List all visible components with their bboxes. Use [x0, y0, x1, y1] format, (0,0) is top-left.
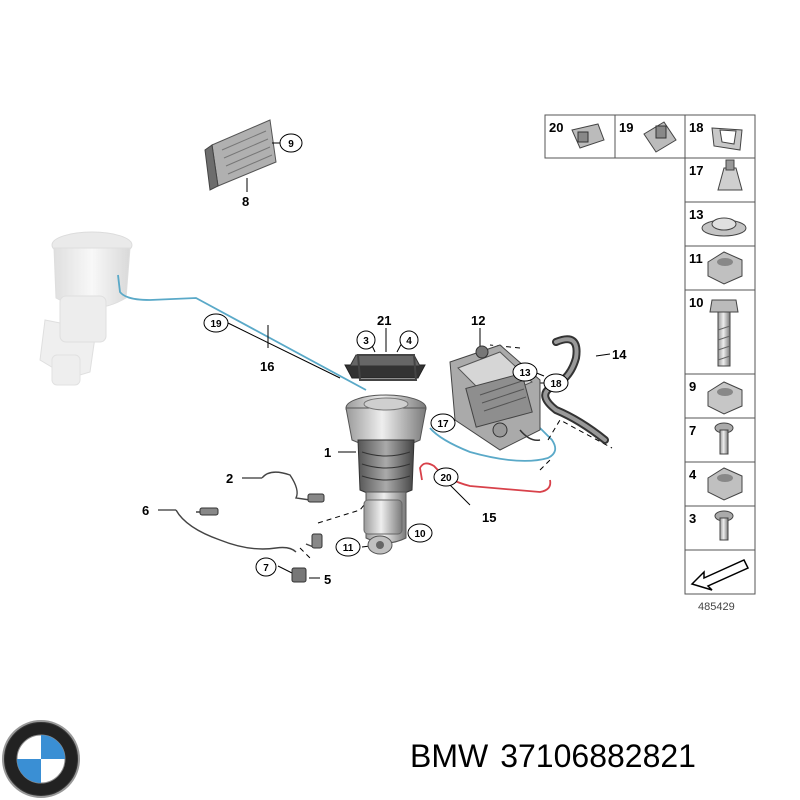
circled-callout-18: 18 — [543, 373, 569, 393]
svg-text:3: 3 — [689, 511, 696, 526]
air-line-blue-lower — [429, 427, 557, 462]
circled-callout-11: 11 — [335, 537, 361, 557]
control-unit — [204, 119, 282, 192]
svg-text:13: 13 — [519, 368, 531, 379]
parts-panel-cell-4: 4 — [684, 461, 756, 507]
svg-text:4: 4 — [406, 336, 412, 347]
circled-callout-10: 10 — [407, 523, 433, 543]
brand-name: BMW — [410, 738, 489, 774]
footer-caption: BMW 37106882821 — [410, 738, 708, 775]
arrow-icon — [690, 559, 750, 591]
callout-1: 1 — [324, 445, 331, 460]
svg-text:3: 3 — [363, 336, 369, 347]
svg-text:13: 13 — [689, 207, 703, 222]
callout-14: 14 — [612, 347, 627, 362]
callout-2: 2 — [226, 471, 233, 486]
svg-text:17: 17 — [689, 163, 703, 178]
gasket — [356, 354, 418, 381]
circled-callout-20: 20 — [433, 467, 459, 487]
callout-15: 15 — [482, 510, 496, 525]
parts-panel-cell-19: 19 — [614, 114, 686, 159]
parts-panel-cell-7: 7 — [684, 417, 756, 463]
svg-text:11: 11 — [343, 543, 354, 554]
circled-callout-3: 3 — [356, 330, 376, 350]
svg-text:18: 18 — [550, 379, 562, 390]
callout-6: 6 — [142, 503, 149, 518]
parts-panel-cell-10: 10 — [684, 289, 756, 375]
svg-text:9: 9 — [288, 139, 294, 150]
part-number: 37106882821 — [500, 738, 696, 774]
svg-text:18: 18 — [689, 120, 703, 135]
parts-panel-cell-3: 3 — [684, 505, 756, 551]
bmw-logo — [2, 720, 80, 798]
parts-panel-cell-18: 18 — [684, 114, 756, 159]
callout-16: 16 — [260, 359, 274, 374]
callout-5: 5 — [324, 572, 331, 587]
compressor-unit — [449, 344, 541, 451]
reference-number: 485429 — [698, 601, 735, 613]
callout-21: 21 — [377, 313, 391, 328]
circled-callout-19: 19 — [203, 313, 229, 333]
circled-callout-7: 7 — [255, 557, 277, 577]
callout-labels: 8 21 12 14 16 1 2 6 15 5 — [142, 194, 627, 587]
parts-panel-cell-9: 9 — [684, 373, 756, 419]
svg-text:10: 10 — [414, 529, 426, 540]
circled-callout-4: 4 — [399, 330, 419, 350]
circled-callout-9: 9 — [279, 133, 303, 153]
parts-panel: 20 19 18 17 13 — [544, 114, 756, 613]
air-line-16 — [117, 274, 367, 391]
parts-panel-arrow-cell — [684, 549, 756, 595]
parts-panel-cell-13: 13 — [684, 201, 756, 247]
circled-callout-17: 17 — [430, 413, 456, 433]
svg-text:19: 19 — [619, 120, 633, 135]
sensor-parts — [199, 493, 325, 583]
svg-text:4: 4 — [689, 467, 697, 482]
svg-text:17: 17 — [437, 419, 449, 430]
svg-text:9: 9 — [689, 379, 696, 394]
svg-text:20: 20 — [549, 120, 563, 135]
callout-12: 12 — [471, 313, 485, 328]
air-strut — [344, 354, 427, 555]
svg-text:11: 11 — [689, 251, 703, 266]
parts-panel-cell-17: 17 — [684, 157, 756, 203]
svg-text:7: 7 — [689, 423, 696, 438]
ghost-strut — [39, 231, 133, 386]
circled-callouts: 9 19 3 4 13 18 17 20 10 11 7 — [203, 133, 569, 577]
svg-text:7: 7 — [263, 563, 269, 574]
parts-panel-cell-20: 20 — [544, 114, 616, 159]
circled-callout-13: 13 — [512, 362, 538, 382]
parts-panel-cell-11: 11 — [684, 245, 756, 291]
svg-text:20: 20 — [440, 473, 452, 484]
svg-text:19: 19 — [210, 319, 222, 330]
svg-text:10: 10 — [689, 295, 703, 310]
callout-8: 8 — [242, 194, 249, 209]
height-sensors — [175, 471, 317, 553]
